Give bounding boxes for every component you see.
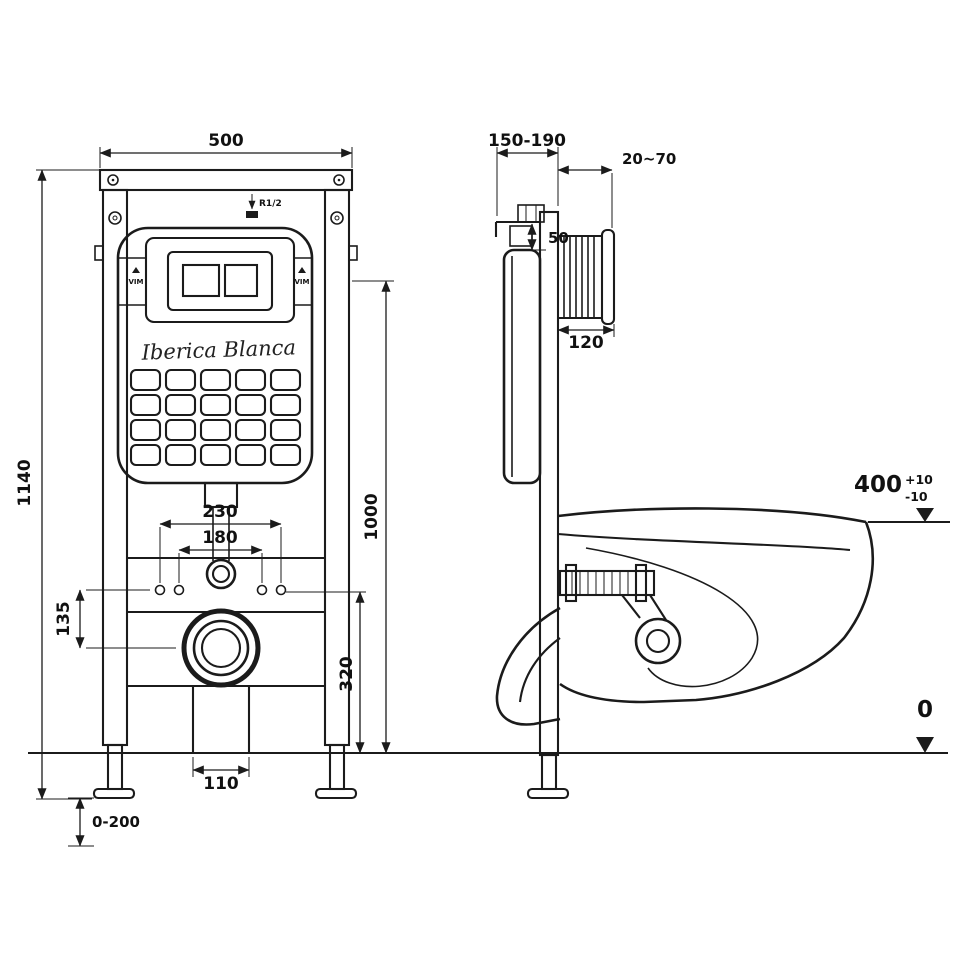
dim-height-1140: 1140: [15, 169, 100, 800]
dim-plate-width-120: 120: [557, 324, 615, 353]
plate-mark-right: VIM: [295, 278, 310, 286]
front-view: VIM VIM R1/2 Iberica Blanca: [15, 131, 394, 847]
floor-datum: 0: [916, 697, 934, 753]
seat-height-tol-plus: +10: [905, 472, 933, 487]
dim-spacing-outer-label: 230: [202, 502, 238, 522]
dim-plate-width-label: 120: [568, 333, 604, 353]
dim-plate-depth-label: 20~70: [622, 150, 676, 168]
inlet-pipe: [203, 481, 239, 590]
plate-mark-right-icon: [298, 267, 306, 273]
dim-plate-depth-20-70: 20~70: [557, 150, 676, 228]
flush-button-small: [223, 263, 259, 298]
inlet-label: R1/2: [259, 199, 282, 209]
dim-foot-adjust: 0-200: [68, 797, 140, 847]
dim-foot-adjust-label: 0-200: [92, 813, 140, 831]
mounting-grid: [129, 368, 302, 467]
water-inlet: R1/2: [246, 194, 282, 218]
dim-outlet-110: 110: [192, 757, 250, 794]
brand-logo: Iberica Blanca: [140, 335, 296, 364]
fixing-holes: [154, 584, 287, 596]
seat-height-label: 400: [854, 472, 902, 498]
dim-spacing-180: 180: [178, 528, 263, 583]
seat-height-marker-icon: [916, 508, 934, 522]
floor-level-label: 0: [917, 697, 933, 723]
plate-mark-left: VIM: [129, 278, 144, 286]
trap-pipe: [495, 606, 561, 726]
dim-depth-150-190: 150-190: [488, 131, 566, 216]
dim-width-500: 500: [99, 131, 353, 168]
side-view: 150-190 20~70 50 120 400 +10 -10 0: [488, 131, 950, 800]
drain-outlet: [181, 608, 261, 688]
side-foot: [526, 753, 570, 800]
toilet-bowl: [557, 507, 875, 704]
flush-plate: VIM VIM: [129, 236, 310, 324]
dim-top-gap-50: 50: [524, 223, 569, 251]
seat-height-datum: 400 +10 -10: [854, 472, 950, 524]
dim-spacing-230: 230: [159, 502, 282, 583]
dim-height-label: 1140: [15, 459, 35, 506]
dim-spacing-inner-label: 180: [202, 528, 238, 548]
plate-mark-left-icon: [132, 267, 140, 273]
dim-offset-label: 135: [54, 601, 74, 637]
dim-top-gap-label: 50: [548, 229, 569, 247]
dim-depth-label: 150-190: [488, 131, 566, 151]
seat-height-tol-minus: -10: [905, 489, 928, 504]
dim-offset-135: 135: [54, 589, 176, 649]
dim-drop-label: 320: [337, 656, 357, 692]
dim-plate-height-label: 1000: [362, 493, 382, 540]
floor-marker-icon: [916, 737, 934, 753]
front-feet: [92, 743, 358, 800]
plate-bellows: [558, 228, 616, 326]
dim-width-label: 500: [208, 131, 244, 151]
flush-pipe: [558, 563, 667, 621]
flush-button-large: [181, 263, 221, 298]
dim-drop-320: 320: [286, 591, 366, 754]
side-cistern: [502, 248, 542, 485]
dim-outlet-label: 110: [203, 774, 239, 794]
outlet-flange: [634, 617, 682, 665]
dim-plate-1000: 1000: [352, 280, 394, 754]
